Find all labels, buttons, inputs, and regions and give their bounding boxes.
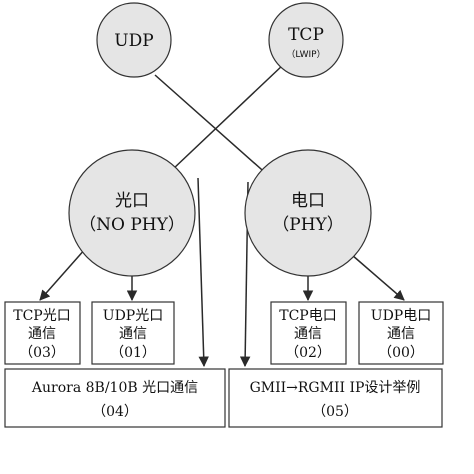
box-05-line1: GMII→RGMII IP设计举例 [250, 380, 421, 396]
electrical-to-b00-arrow [351, 254, 405, 301]
box-02-line2: 通信 [294, 326, 322, 342]
box-udp-optical-01: UDP光口 通信 （01） [91, 301, 175, 365]
tcp-node-sublabel: （LWIP） [286, 49, 325, 60]
box-gmii-rgmii-05: GMII→RGMII IP设计举例 （05） [228, 368, 443, 428]
box-03-line1: TCP光口 [13, 308, 70, 324]
box-03-line3: （03） [19, 345, 65, 361]
box-00-line1: UDP电口 [371, 308, 431, 324]
tcp-to-optical-line [171, 63, 285, 171]
optical-node-sublabel: （NO PHY） [79, 215, 185, 235]
box-05-line2: （05） [312, 404, 358, 420]
optical-node: 光口 （NO PHY） [68, 149, 196, 277]
box-04-line1: Aurora 8B/10B 光口通信 [31, 380, 198, 396]
optical-to-b03-arrow [39, 247, 87, 301]
box-01-line2: 通信 [119, 326, 147, 342]
electrical-node-label: 电口 [291, 191, 325, 211]
box-01-line1: UDP光口 [103, 308, 163, 324]
box-tcp-electrical-02: TCP电口 通信 （02） [270, 301, 347, 365]
tcp-node-label: TCP [288, 25, 324, 45]
box-aurora-04: Aurora 8B/10B 光口通信 （04） [4, 368, 226, 428]
box-02-line3: （02） [285, 345, 331, 361]
box-udp-electrical-00: UDP电口 通信 （00） [358, 301, 444, 365]
udp-node-label: UDP [114, 31, 153, 51]
box-00-line3: （00） [378, 345, 424, 361]
tcp-node: TCP （LWIP） [268, 2, 344, 78]
box-02-line1: TCP电口 [279, 308, 336, 324]
box-04-line2: （04） [92, 404, 138, 420]
box-00-line2: 通信 [387, 326, 415, 342]
electrical-node-sublabel: （PHY） [272, 215, 344, 235]
electrical-node: 电口 （PHY） [244, 149, 372, 277]
udp-node: UDP [96, 2, 172, 78]
optical-node-label: 光口 [115, 191, 149, 211]
udp-to-electrical-line [154, 74, 271, 178]
box-03-line2: 通信 [28, 326, 56, 342]
optical-to-b04-arrow [197, 177, 209, 368]
box-01-line3: （01） [110, 345, 156, 361]
box-tcp-optical-03: TCP光口 通信 （03） [4, 301, 81, 365]
